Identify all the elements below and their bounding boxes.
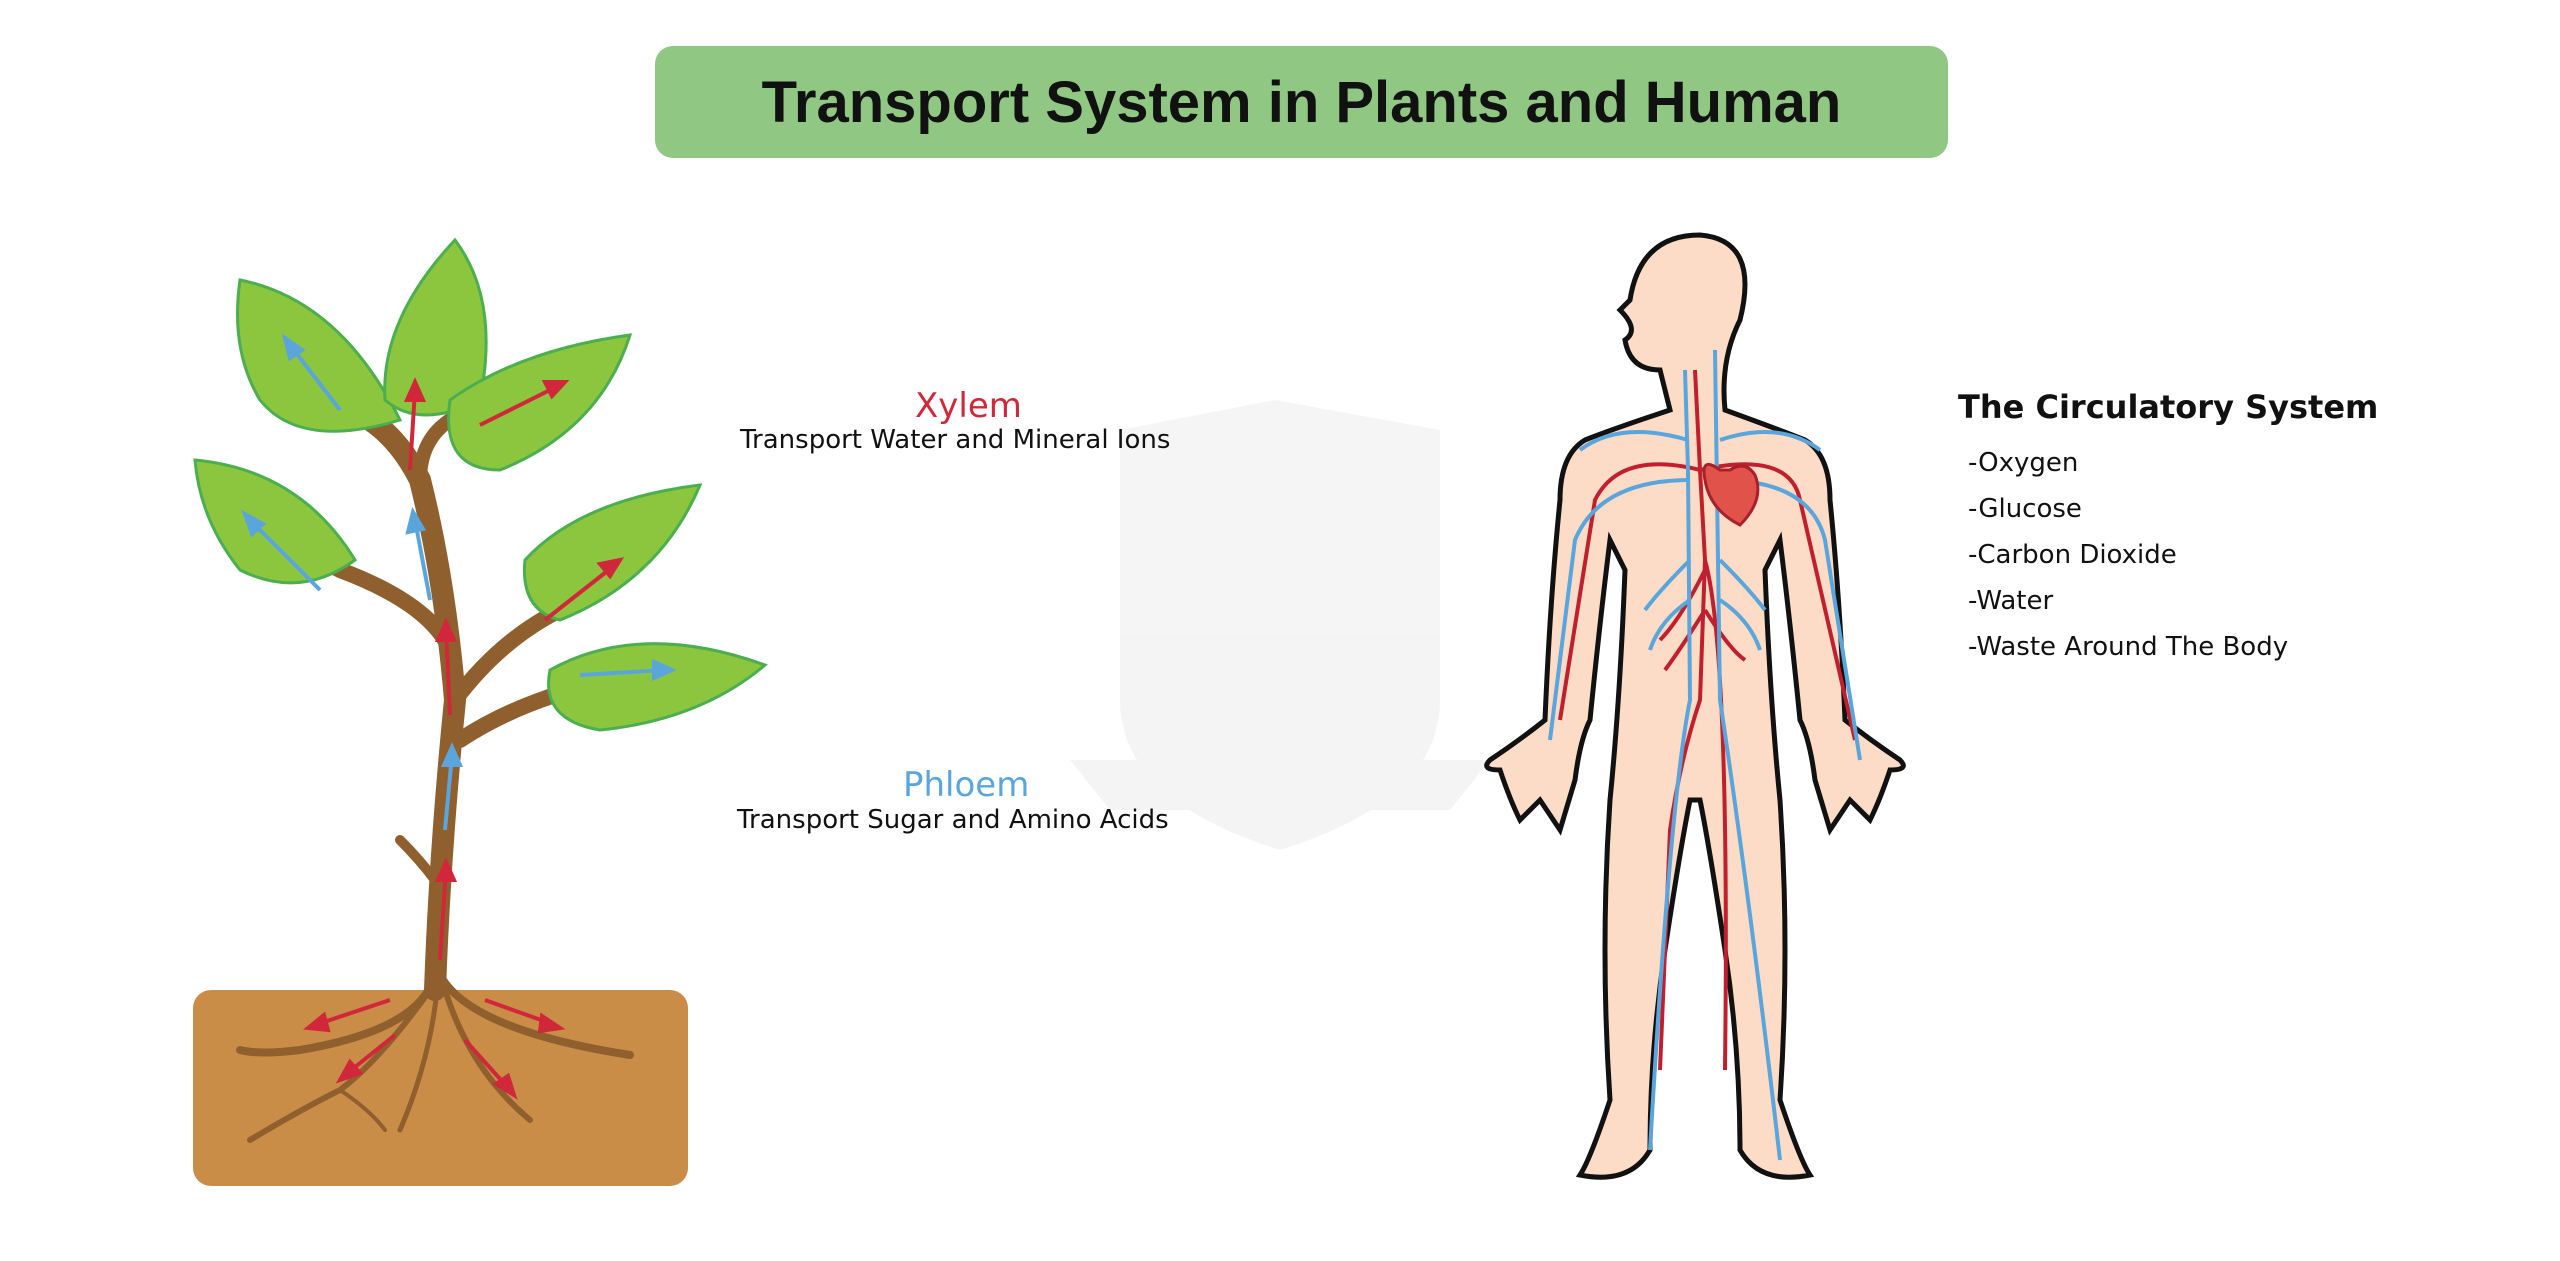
- soil: [193, 990, 688, 1186]
- watermark-logo: [1070, 400, 1490, 850]
- human-illustration: [1484, 232, 1906, 1180]
- arteries: [1558, 369, 1857, 1071]
- heart-icon: [1702, 462, 1760, 527]
- roots: [236, 971, 634, 1143]
- phloem-description: Transport Sugar and Amino Acids: [737, 805, 1169, 835]
- circulatory-item: -Oxygen: [1968, 448, 2079, 478]
- circulatory-item: -Water: [1968, 586, 2054, 616]
- body-outline: [1484, 232, 1906, 1180]
- circulatory-item: -Carbon Dioxide: [1968, 540, 2177, 570]
- xylem-arrows: [302, 377, 625, 1100]
- xylem-label: Xylem: [915, 386, 1022, 426]
- leaves: [193, 237, 768, 732]
- phloem-arrows: [241, 333, 677, 831]
- page-title: Transport System in Plants and Human: [761, 69, 1842, 135]
- xylem-description: Transport Water and Mineral Ions: [740, 425, 1171, 455]
- phloem-label: Phloem: [903, 765, 1030, 805]
- circulatory-item: -Waste Around The Body: [1968, 632, 2289, 662]
- circulatory-title: The Circulatory System: [1958, 388, 2379, 426]
- title-banner: Transport System in Plants and Human: [655, 46, 1948, 158]
- circulatory-item: -Glucose: [1968, 494, 2082, 524]
- plant-illustration: [193, 237, 768, 1186]
